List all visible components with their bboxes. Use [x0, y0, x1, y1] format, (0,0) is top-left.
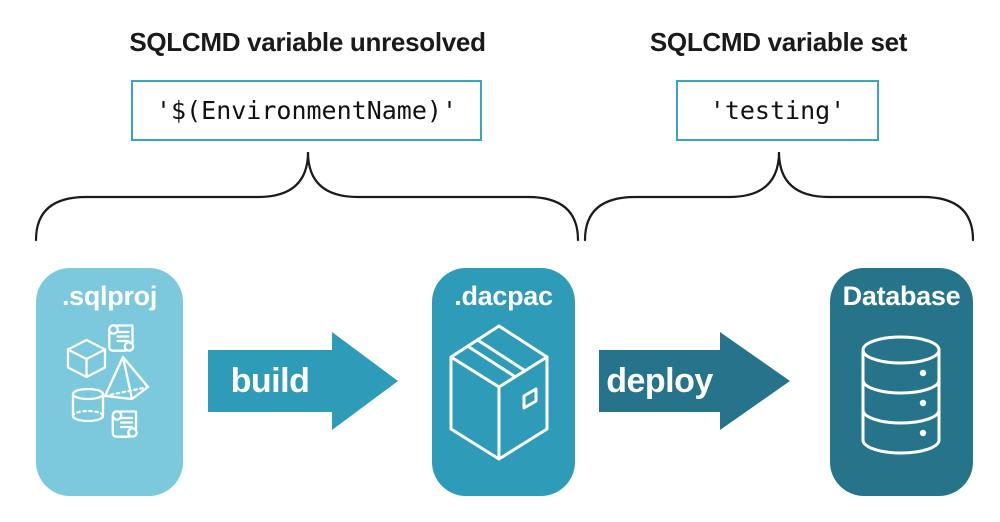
stage-database-label: Database [842, 281, 961, 311]
build-arrow-label: build [230, 361, 310, 400]
stage-database: Database [830, 268, 973, 496]
heading-set: SQLCMD variable set [649, 27, 908, 57]
stage-sqlproj: .sqlproj [36, 268, 183, 496]
sql-objects-icon [66, 324, 150, 438]
deploy-arrow: deploy [599, 332, 790, 430]
build-arrow-shape [208, 332, 398, 430]
code-box-set-value: 'testing' [676, 80, 879, 141]
code-box-unresolved-value: '$(EnvironmentName)' [131, 80, 482, 141]
build-arrow: build [208, 332, 398, 430]
package-box-icon [449, 324, 549, 461]
right-curly-brace [583, 151, 975, 242]
deploy-arrow-label: deploy [606, 361, 713, 400]
stage-sqlproj-label: .sqlproj [61, 281, 158, 311]
left-curly-brace [34, 151, 580, 242]
heading-unresolved: SQLCMD variable unresolved [129, 27, 486, 57]
database-cylinder-icon [861, 335, 941, 455]
stage-dacpac: .dacpac [432, 268, 575, 496]
deploy-arrow-shape [599, 332, 790, 430]
stage-dacpac-label: .dacpac [454, 281, 553, 311]
